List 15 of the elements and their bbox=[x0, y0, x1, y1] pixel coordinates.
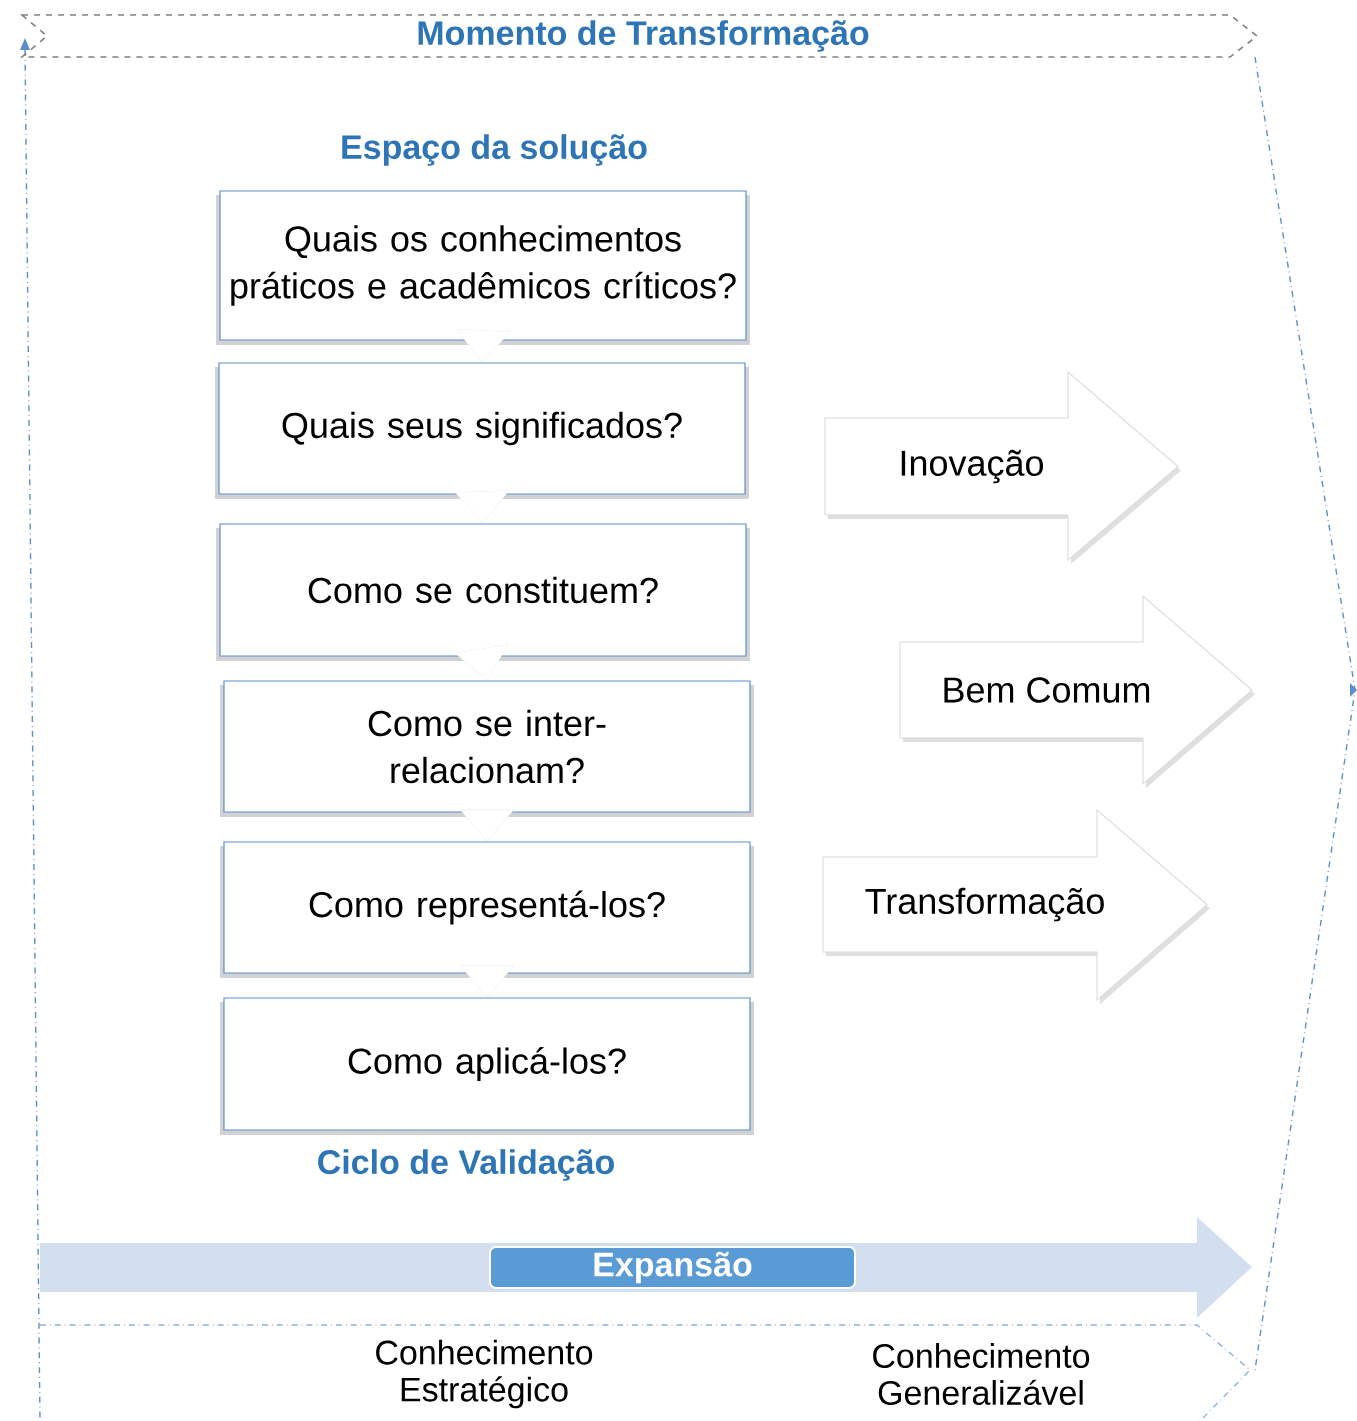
axis-label: Conhecimento Generalizável bbox=[873, 1343, 1090, 1405]
question-box: Como aplicá-los? bbox=[220, 997, 754, 1135]
heading: Ciclo de Validação bbox=[318, 1149, 614, 1181]
axis-label: Conhecimento Estratégico bbox=[376, 1339, 593, 1409]
question-box: Como representá-los? bbox=[220, 841, 754, 978]
title-band: Momento de Transformação bbox=[19, 14, 1259, 58]
pointed-banner: Inovação bbox=[824, 371, 1181, 564]
label-box: Expansão bbox=[489, 1246, 856, 1289]
question-box: Quais seus significados? bbox=[215, 362, 749, 499]
question-box: Como se constituem? bbox=[216, 523, 750, 661]
heading: Espaço da solução bbox=[342, 134, 647, 166]
question-box: Como se inter-relacionam? bbox=[220, 680, 754, 817]
pointed-banner: Transformação bbox=[822, 809, 1210, 1004]
question-box: Quais os conhecimentos práticos e acadêmicos críticos? bbox=[216, 190, 750, 345]
pointed-banner: Bem Comum bbox=[899, 595, 1255, 788]
